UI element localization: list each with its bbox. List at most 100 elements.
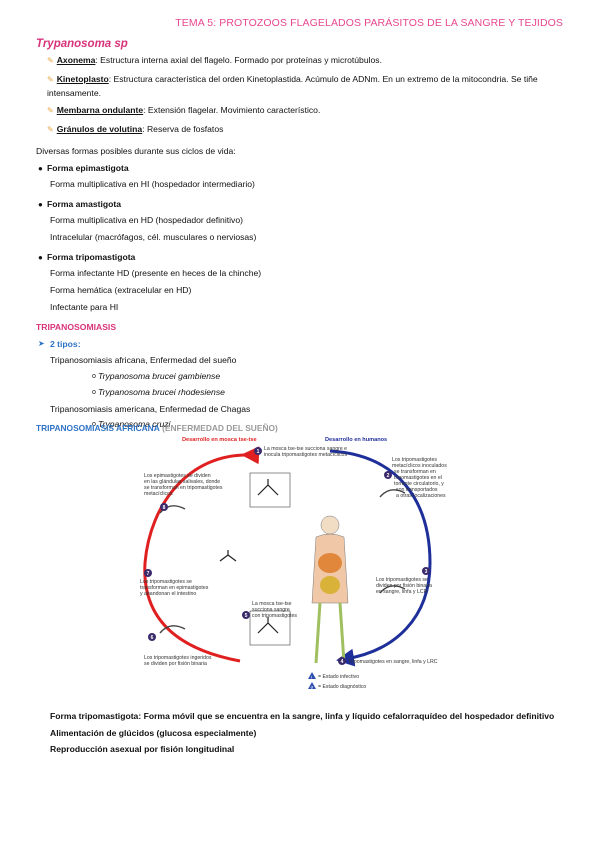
legend-mark: i	[311, 675, 312, 679]
legs-icon	[314, 602, 346, 664]
step-text: son transportados	[396, 487, 438, 493]
diagnostic-stage-icon	[308, 682, 316, 689]
bullet-dot: ●	[38, 164, 43, 173]
legend-mark: d	[311, 685, 313, 689]
step-number: 4	[341, 659, 344, 665]
step-text: se dividen por fisión binaria	[144, 661, 207, 667]
step-text: dividen por fisión binaria	[376, 583, 432, 589]
parasite-icon	[379, 489, 406, 498]
step-number: 1	[257, 449, 260, 455]
arrow-bullet-icon: ➤	[38, 339, 45, 348]
step-number: 5	[245, 613, 248, 619]
step-text: en sangre, linfa y LCR	[376, 589, 428, 595]
bullet-icon: ✎	[47, 56, 54, 65]
organ-icon	[320, 576, 340, 594]
step-circle	[384, 471, 392, 479]
form-line: Infectante para HI	[50, 302, 119, 312]
step-circle	[144, 569, 152, 577]
fly-cycle-arrow	[143, 446, 260, 663]
species-name: Trypanosoma brucei gambiense	[98, 371, 221, 381]
step-number: 6	[151, 635, 154, 641]
bullet-icon: ✎	[47, 125, 54, 134]
bullet-dot: ●	[38, 253, 43, 262]
form-line: Forma infectante HD (presente en heces d…	[50, 268, 262, 278]
step-number: 7	[147, 571, 150, 577]
step-text: Los tripomastigotes ingeridos	[144, 655, 212, 661]
form-name: Forma tripomastigota	[47, 252, 136, 262]
step-text: succiona sangre	[252, 607, 290, 613]
parasite-icon	[379, 585, 406, 594]
bullet-dot: ●	[38, 200, 43, 209]
step-text: metacíclicos inoculados	[392, 463, 447, 469]
species-name: Trypanosoma brucei rhodesiense	[98, 387, 225, 397]
step-circle	[148, 633, 156, 641]
form-name: Forma epimastigota	[47, 163, 129, 173]
circle-bullet-icon: o	[92, 373, 96, 380]
bullet-icon: ✎	[47, 75, 54, 84]
section-title-trypanosoma: Trypanosoma sp	[36, 38, 128, 50]
form-line: Forma multiplicativa en HD (hospedador d…	[50, 215, 243, 225]
step-number: 8	[163, 505, 166, 511]
step-text: y abandonan el intestino	[140, 591, 196, 597]
circle-bullet-icon: o	[92, 389, 96, 396]
organ-icon	[318, 553, 342, 573]
step-number: 3	[425, 569, 428, 575]
fly-image-box	[249, 610, 291, 646]
fly-icon	[219, 550, 237, 562]
step-circle	[422, 567, 430, 575]
species-name: Trypanosoma cruzi	[98, 419, 171, 429]
parasite-icon	[159, 625, 186, 634]
footer-line: Reproducción asexual por fisión longitud…	[50, 744, 235, 754]
americana-label: Tripanosomiasis americana, Enfermedad de…	[50, 404, 251, 414]
document-header: TEMA 5: PROTOZOOS FLAGELADOS PARÁSITOS D…	[175, 17, 563, 29]
life-cycle-diagram: Desarrollo en mosca tse-tse Desarrollo e…	[140, 437, 447, 690]
step-text: se transforman en	[394, 469, 436, 475]
step-text: La mosca tse-tse succiona sangre e	[264, 446, 347, 452]
footer-line: Forma tripomastigota: Forma móvil que se…	[50, 711, 555, 721]
parasite-icon	[159, 505, 186, 514]
step-text: metacíclicos	[144, 491, 173, 497]
africana-label: Tripanosomiasis africana, Enfermedad del…	[50, 355, 237, 365]
form-line: Forma multiplicativa en HI (hospedador i…	[50, 179, 255, 189]
step-text: tripomastigotes en el	[394, 475, 442, 481]
step-text: torrente circulatorio, y	[394, 481, 444, 487]
step-text: se transforman en tripomastigotes	[144, 485, 223, 491]
infective-stage-icon	[308, 672, 316, 679]
step-text: La mosca tse-tse	[252, 601, 292, 607]
step-text: inocula tripomastigotes metacíclicos	[264, 452, 347, 458]
step-text: Los tripomastigotes se	[140, 579, 192, 585]
circle-bullet-icon: o	[92, 421, 96, 428]
tipos-label: 2 tipos:	[50, 339, 81, 349]
fly-icon	[257, 617, 279, 634]
step-text: Los tripomastigotes se	[376, 577, 428, 583]
left-header: Desarrollo en mosca tse-tse	[182, 437, 257, 443]
step-text: transforman en epimastigotes	[140, 585, 209, 591]
section-title-tripanosomiasis: TRIPANOSOMIASIS	[36, 322, 117, 332]
definition-volutina: ✎Gránulos de volutina: Reserva de fosfat…	[47, 124, 224, 134]
step-text: Los tripomastigotes	[392, 457, 437, 463]
step-circle	[254, 447, 262, 455]
step-text: Tripomastigotes en sangre, linfa y LRC	[348, 659, 438, 665]
form-name: Forma amastigota	[47, 199, 122, 209]
right-header: Desarrollo en humanos	[325, 437, 387, 443]
step-number: 2	[387, 473, 390, 479]
step-text: con tripomastigotes	[252, 613, 297, 619]
legend-text: = Estado infectivo	[318, 674, 359, 680]
human-head-icon	[320, 515, 340, 535]
fly-image-box	[249, 472, 291, 508]
bullet-icon: ✎	[47, 106, 54, 115]
definition-axonema: ✎Axonema: Estructura interna axial del f…	[47, 55, 382, 65]
definition-kinetoplasto: ✎Kinetoplasto: Estructura característica…	[47, 74, 538, 98]
definition-membrana: ✎Membarna ondulante: Extensión flagelar.…	[47, 105, 321, 115]
human-cycle-arrow	[329, 449, 432, 667]
form-line: Intracelular (macrófagos, cél. musculare…	[50, 232, 257, 242]
step-circle	[242, 611, 250, 619]
step-circle	[160, 503, 168, 511]
intro-text: Diversas formas posibles durante sus cic…	[36, 146, 236, 156]
form-line: Forma hemática (extracelular en HD)	[50, 285, 192, 295]
step-text: a otras localizaciones	[396, 493, 446, 499]
legend-text: = Estado diagnóstico	[318, 684, 366, 690]
section-title-africana: TRIPANOSOMIASIS AFRICANA (ENFERMEDAD DEL…	[36, 423, 278, 433]
fly-icon	[257, 479, 279, 496]
step-text: en las glándulas salivales, donde	[144, 479, 220, 485]
